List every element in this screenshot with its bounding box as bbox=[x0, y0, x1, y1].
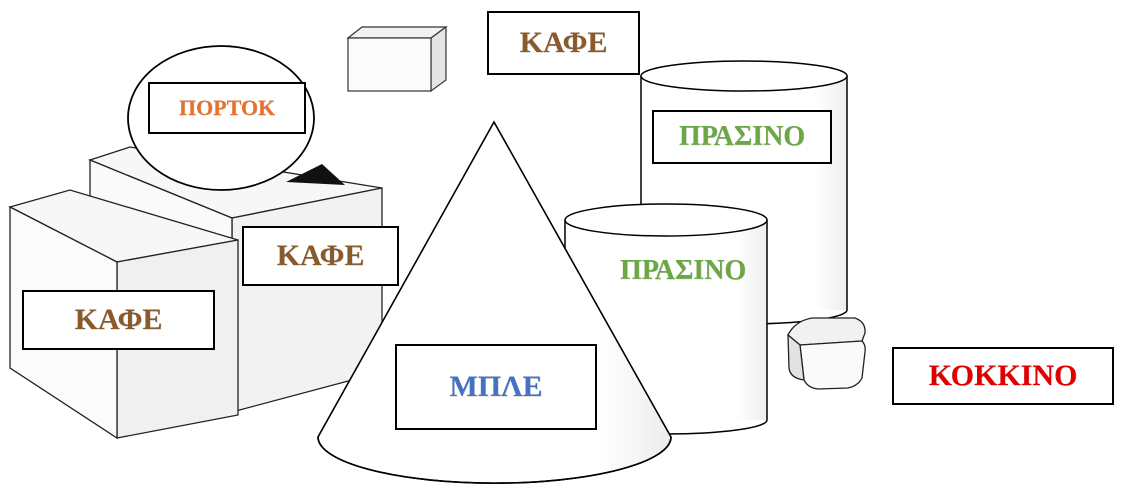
shadow-wedge bbox=[286, 164, 345, 185]
label-front-box-cafe: ΚΑΦΕ bbox=[22, 290, 215, 350]
label-red: ΚΟΚΚΙΝΟ bbox=[892, 347, 1114, 405]
label-orange: ΠΟΡΤΟΚ bbox=[148, 82, 306, 134]
rounded-cube bbox=[787, 317, 866, 390]
label-back-box-cafe: ΚΑΦΕ bbox=[242, 226, 399, 286]
label-green-right: ΠΡΑΣΙΝΟ bbox=[652, 110, 832, 164]
label-green-middle: ΠΡΑΣΙΝΟ bbox=[620, 255, 747, 286]
label-cone-blue: ΜΠΛΕ bbox=[395, 344, 597, 430]
small-cube bbox=[346, 25, 448, 93]
label-top-cafe: ΚΑΦΕ bbox=[487, 11, 640, 75]
